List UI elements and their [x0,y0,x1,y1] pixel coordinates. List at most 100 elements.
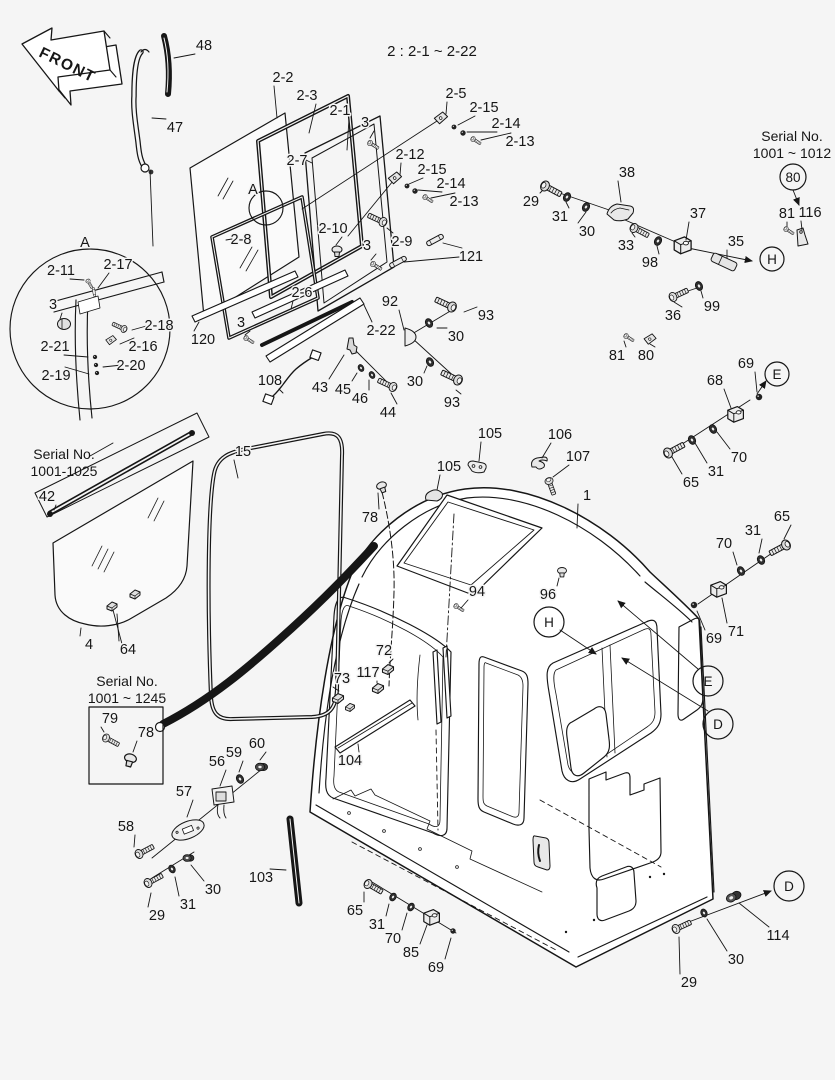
part-callout: 29 [149,908,165,924]
part-callout: 107 [566,449,590,465]
callout-leader [398,309,405,331]
callout-leader [694,442,708,464]
callout-leader [444,937,452,960]
callout-leader [565,201,570,209]
part-callout: 4 [85,637,93,653]
callout-leader [419,924,428,945]
part-callout: 3 [237,315,245,331]
callout-leader [539,190,543,194]
part-callout: 3 [49,297,57,313]
callout-leader [244,330,251,336]
hardware-block [673,236,692,255]
rear-access-opening [595,865,637,922]
part-callout: 30 [407,374,423,390]
part-callout: 2-7 [287,153,308,169]
view-marker-circle [702,708,734,740]
page-title: 2 : 2-1 ~ 2-22 [387,43,477,60]
callout-leader [102,364,123,368]
callout-leader [259,751,267,761]
hardware-knob [57,318,71,330]
callout-leader [649,343,656,348]
callout-leader [151,117,167,120]
rail-2-6 [251,269,349,319]
part-callout: 104 [338,753,362,769]
assembly-line [351,841,557,951]
view-marker-circle [759,246,785,272]
assembly-line [347,180,394,237]
callout-leader [63,354,89,358]
windshield-opening [325,596,452,837]
part-callouts: 48472-22-32-132-52-152-142-132-122-152-1… [37,37,823,993]
view-marker-circle [779,163,807,191]
callout-leader [219,769,227,787]
part-callout: 69 [706,631,722,647]
callout-leader [408,177,424,185]
assembly-line [89,442,114,457]
part-callout: 98 [642,255,658,271]
view-marker-circle [533,606,565,638]
part-callout: 64 [120,642,136,658]
callout-leader [369,130,375,139]
callout-leader [193,321,200,332]
hardware-dot [412,188,418,194]
serial-range-outline [34,412,210,518]
serial-note: Serial No.1001 ~ 1012 [753,128,831,161]
right-side-window [546,619,662,783]
door-seal-15 [206,431,345,722]
part-callout: 57 [176,784,192,800]
part-callout: 1 [583,488,591,504]
part-callout: 2-12 [395,147,424,163]
view-marker-letter: D [784,879,794,894]
part-callout: 2-21 [40,339,69,355]
callout-leader [390,392,398,405]
callout-leader [64,366,90,375]
callout-leader [305,159,313,164]
callout-leader [131,324,151,331]
part-callout: 2-8 [231,232,252,248]
callout-leader [335,236,343,246]
front-window-panels [189,94,395,363]
part-callout: 2-19 [41,368,70,384]
part-callout: 2-6 [292,285,313,301]
callout-leader [671,456,683,475]
harness-108 [262,349,322,406]
hardware-block [423,908,440,926]
part-callout: 65 [347,903,363,919]
part-callout: 2-18 [144,318,173,334]
part-callout: 2-13 [505,134,534,150]
callout-leader [685,221,690,241]
callout-leader [617,180,622,203]
callout-leader [173,53,196,59]
view-arrow-line [617,600,699,670]
view-arrow-line [621,657,709,712]
view-marker-d: D [702,708,734,740]
part-callout: 3 [363,238,371,254]
callout-leader [541,442,552,459]
callout-leader [754,371,758,393]
callout-leader [278,388,284,394]
callout-leader [147,892,152,908]
view-arrow-line [756,380,767,395]
part-callout: 30 [205,882,221,898]
callout-leader [423,365,428,374]
assembly-line [411,337,459,381]
part-callout: 2-14 [491,116,520,132]
part-callout: 65 [683,475,699,491]
view-marker-letter: E [703,674,712,689]
view-marker-e: E [764,361,790,387]
callout-leader [445,101,448,115]
callout-leader [377,492,380,510]
part-callout: 58 [118,819,134,835]
hardware-dot [451,124,457,130]
part-callout: 2-10 [318,221,347,237]
rail-120 [191,270,299,323]
view-marker-d: D [773,870,805,902]
callout-leader [269,868,287,871]
view-marker-circle [773,870,805,902]
callout-leader [233,459,239,479]
callout-leader [59,312,63,320]
part-callout: 116 [798,205,821,221]
